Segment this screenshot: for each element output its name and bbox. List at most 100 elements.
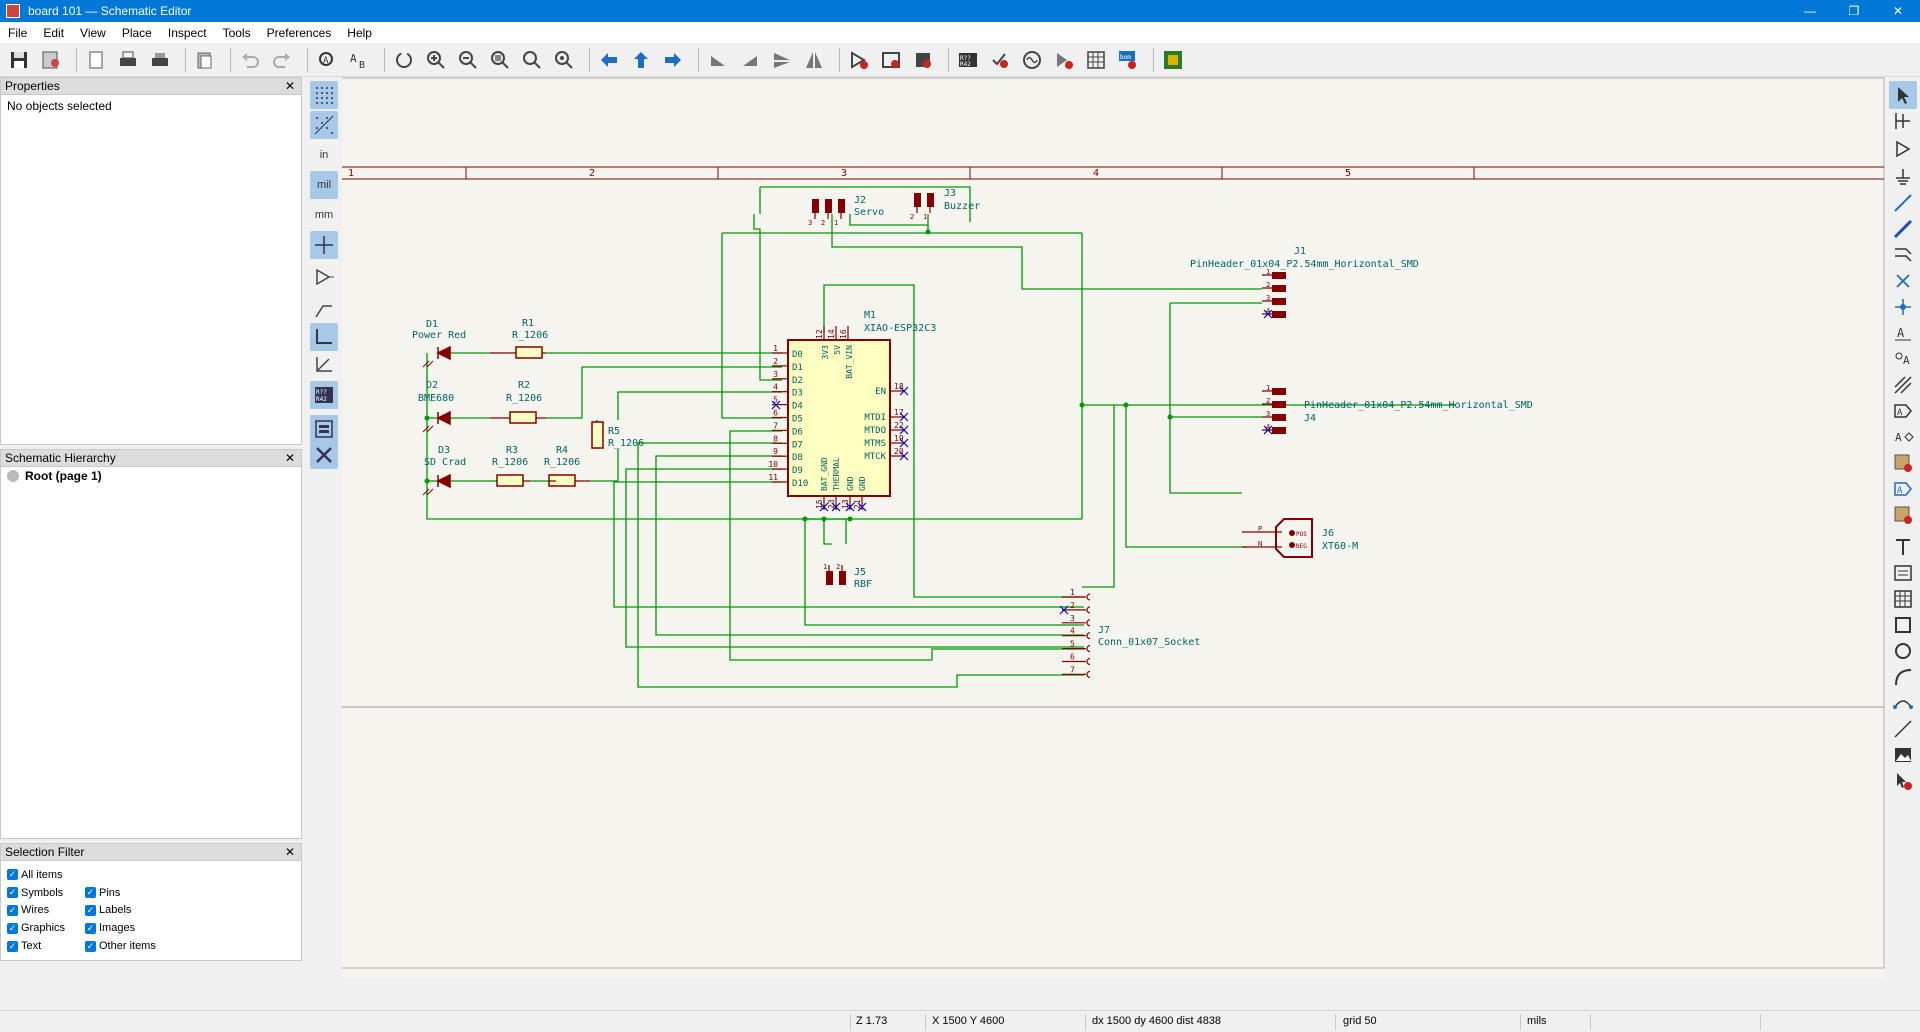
footprint-editor-icon[interactable] (910, 47, 936, 73)
checkbox-checked-icon[interactable]: ✓ (7, 904, 18, 916)
menu-file[interactable]: File (8, 25, 28, 40)
add-circle-icon[interactable] (1889, 637, 1917, 665)
add-table-icon[interactable] (1889, 585, 1917, 613)
rotate-ccw-icon[interactable] (705, 47, 731, 73)
overrides-grid-icon[interactable] (310, 111, 338, 139)
zoom-selection-icon[interactable] (551, 47, 577, 73)
menu-view[interactable]: View (80, 25, 106, 40)
annotate-icon[interactable]: R??R42 (955, 47, 981, 73)
close-icon[interactable]: ✕ (284, 79, 295, 93)
add-hier-label-icon[interactable]: A (1889, 423, 1917, 451)
add-label-icon[interactable]: A (1889, 319, 1917, 347)
filter-symbols[interactable]: ✓Symbols (7, 886, 64, 899)
units-mm-button[interactable]: mm (314, 209, 334, 221)
add-text-icon[interactable] (1889, 533, 1917, 561)
add-symbol-icon[interactable] (1889, 135, 1917, 163)
add-bus-icon[interactable] (1889, 215, 1917, 243)
local-ratsnest-icon[interactable] (1889, 107, 1917, 135)
zoom-in-icon[interactable] (423, 47, 449, 73)
checkbox-checked-icon[interactable]: ✓ (85, 887, 96, 899)
checkbox-checked-icon[interactable]: ✓ (85, 904, 96, 916)
plot-icon[interactable] (147, 47, 173, 73)
filter-text[interactable]: ✓Text (7, 940, 42, 953)
refresh-icon[interactable] (391, 47, 417, 73)
add-arc-icon[interactable] (1889, 663, 1917, 691)
maximize-button[interactable]: ❐ (1848, 4, 1860, 18)
print-icon[interactable] (115, 47, 141, 73)
units-inch-button[interactable]: in (319, 149, 329, 161)
mirror-vertical-icon[interactable] (769, 47, 795, 73)
add-line-icon[interactable] (1889, 715, 1917, 743)
hierarchy-navigator-icon[interactable] (310, 415, 338, 443)
checkbox-checked-icon[interactable]: ✓ (7, 940, 18, 952)
add-rule-area-icon[interactable] (1889, 371, 1917, 399)
checkbox-checked-icon[interactable]: ✓ (85, 922, 96, 934)
add-bus-entry-icon[interactable] (1889, 241, 1917, 269)
units-mil-button[interactable]: mil (310, 171, 338, 199)
undo-icon[interactable] (237, 47, 263, 73)
add-rectangle-icon[interactable] (1889, 611, 1917, 639)
select-tool-icon[interactable] (1889, 81, 1917, 109)
annotate-mode-icon[interactable]: R??R42 (310, 381, 338, 409)
checkbox-checked-icon[interactable]: ✓ (85, 940, 96, 952)
free-angle-wire-icon[interactable] (310, 295, 338, 323)
45-degree-wire-icon[interactable] (310, 351, 338, 379)
import-sheet-pin-icon[interactable]: A (1889, 475, 1917, 503)
hidden-pins-icon[interactable] (310, 263, 338, 291)
properties-manager-icon[interactable] (310, 441, 338, 469)
filter-wires[interactable]: ✓Wires (7, 904, 50, 917)
symbol-browser-icon[interactable] (878, 47, 904, 73)
symbol-fields-table-icon[interactable] (1083, 47, 1109, 73)
filter-other-items[interactable]: ✓Other items (85, 940, 156, 953)
zoom-objects-icon[interactable] (519, 47, 545, 73)
checkbox-checked-icon[interactable]: ✓ (7, 869, 18, 881)
add-junction-icon[interactable] (1889, 293, 1917, 321)
close-window-button[interactable]: ✕ (1892, 4, 1904, 18)
menu-tools[interactable]: Tools (222, 25, 251, 40)
no-connect-icon[interactable] (1889, 267, 1917, 295)
menu-inspect[interactable]: Inspect (167, 25, 207, 40)
save-icon[interactable] (6, 47, 32, 73)
add-global-label-icon[interactable]: A (1889, 397, 1917, 425)
menu-place[interactable]: Place (121, 25, 152, 40)
filter-graphics[interactable]: ✓Graphics (7, 922, 66, 935)
menu-preferences[interactable]: Preferences (266, 25, 332, 40)
90-degree-wire-icon[interactable] (310, 323, 338, 351)
zoom-out-icon[interactable] (455, 47, 481, 73)
add-textbox-icon[interactable] (1889, 559, 1917, 587)
open-pcb-icon[interactable] (1160, 47, 1186, 73)
schematic-setup-icon[interactable] (38, 47, 64, 73)
add-netclass-icon[interactable]: A (1889, 345, 1917, 373)
checkbox-checked-icon[interactable]: ✓ (7, 922, 18, 934)
paste-icon[interactable] (192, 47, 218, 73)
add-sheet-icon[interactable] (1889, 449, 1917, 477)
navigate-up-icon[interactable] (628, 47, 654, 73)
filter-labels[interactable]: ✓Labels (85, 904, 132, 917)
find-icon[interactable]: A (314, 47, 340, 73)
hierarchy-root-item[interactable]: Root (page 1) (7, 469, 295, 483)
minimize-button[interactable]: — (1804, 4, 1816, 18)
filter-pins[interactable]: ✓Pins (85, 886, 121, 899)
menu-help[interactable]: Help (347, 25, 372, 40)
close-icon[interactable]: ✕ (284, 451, 295, 465)
add-power-icon[interactable] (1889, 163, 1917, 191)
symbol-editor-icon[interactable] (846, 47, 872, 73)
rotate-cw-icon[interactable] (737, 47, 763, 73)
filter-all-items[interactable]: ✓All items (7, 868, 63, 881)
assign-footprints-icon[interactable] (1051, 47, 1077, 73)
page-settings-icon[interactable] (83, 47, 109, 73)
grid-visibility-icon[interactable] (310, 81, 338, 109)
filter-images[interactable]: ✓Images (85, 922, 136, 935)
close-icon[interactable]: ✕ (284, 845, 295, 859)
redo-icon[interactable] (269, 47, 295, 73)
bom-icon[interactable]: bom (1115, 47, 1141, 73)
navigate-forward-icon[interactable] (660, 47, 686, 73)
navigate-back-icon[interactable] (596, 47, 622, 73)
zoom-fit-icon[interactable] (487, 47, 513, 73)
import-sheet-icon[interactable] (1889, 501, 1917, 529)
add-image-icon[interactable] (1889, 741, 1917, 769)
full-crosshair-icon[interactable] (310, 231, 338, 259)
checkbox-checked-icon[interactable]: ✓ (7, 887, 18, 899)
delete-tool-icon[interactable] (1889, 767, 1917, 795)
